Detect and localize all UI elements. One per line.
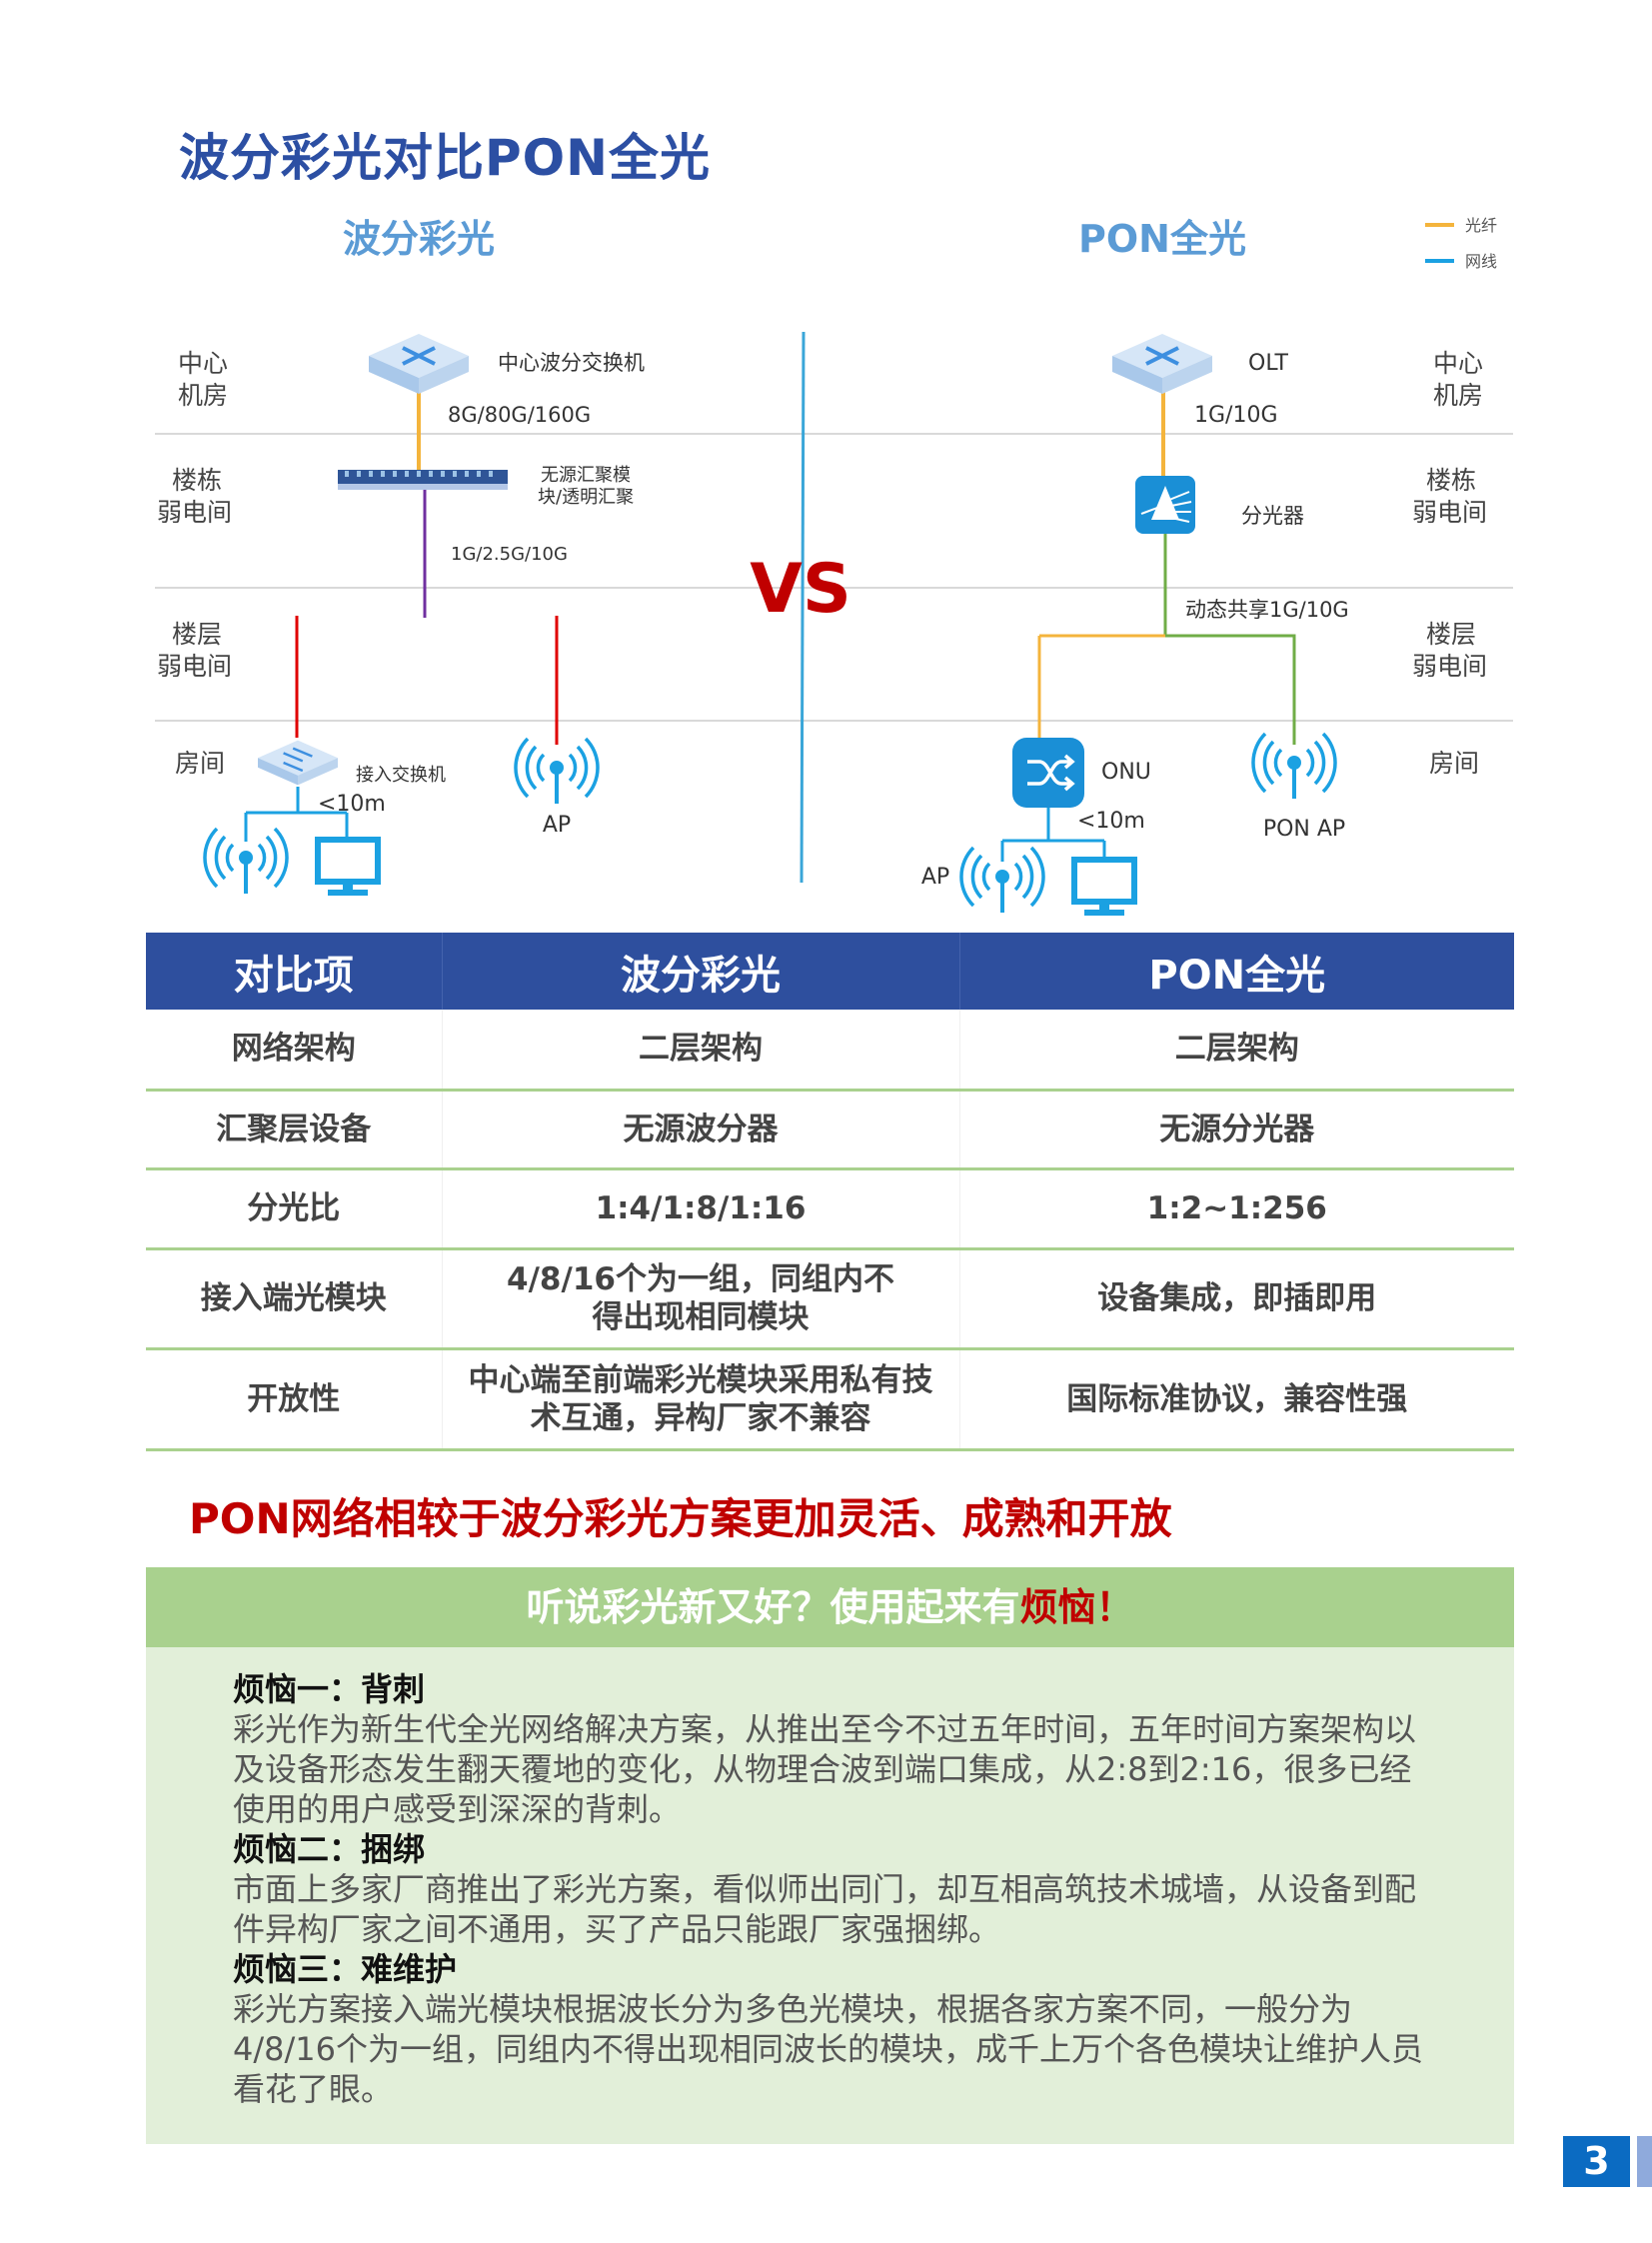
cell: 二层架构 xyxy=(442,1010,960,1092)
onu-icon xyxy=(1012,738,1084,808)
distance-label-right: <10m xyxy=(1077,809,1145,834)
shared-speed-label: 动态共享1G/10G xyxy=(1185,598,1349,622)
pon-ap-label: PON AP xyxy=(1263,817,1345,842)
cell: 分光比 xyxy=(146,1168,443,1250)
pain-heading-highlight: 烦恼！ xyxy=(1019,1585,1134,1629)
core-switch-label: 中心波分交换机 xyxy=(498,351,645,375)
core-speed-label: 8G/80G/160G xyxy=(448,403,591,427)
pon-link xyxy=(1165,634,1296,745)
cell: 中心端至前端彩光模块采用私有技术互通，异构厂家不兼容 xyxy=(442,1348,960,1451)
monitor-icon xyxy=(1074,860,1134,916)
monitor-icon xyxy=(318,840,378,896)
page-number-strip xyxy=(1637,2136,1652,2187)
row-label-floor-right: 楼层 xyxy=(1426,620,1476,649)
pain-item-text: 彩光作为新生代全光网络解决方案，从推出至今不过五年时间，五年时间方案架构以及设备… xyxy=(233,1710,1417,1828)
row-label-center: 中心 xyxy=(178,349,228,378)
pain-item-text: 彩光方案接入端光模块根据波长分为多色光模块，根据各家方案不同，一般分为4/8/1… xyxy=(233,1990,1424,2108)
cell: 无源波分器 xyxy=(442,1090,960,1170)
passive-module-icon xyxy=(338,470,508,490)
pain-points-panel: 听说彩光新又好？使用起来有烦恼！ 烦恼一：背刺 彩光作为新生代全光网络解决方案，… xyxy=(146,1567,1514,2144)
left-diagram-title: 波分彩光 xyxy=(343,217,495,261)
olt-speed-label: 1G/10G xyxy=(1194,403,1278,428)
access-switch-icon xyxy=(258,740,338,786)
row-label-center-right: 中心 xyxy=(1433,349,1483,378)
row-label-center-2: 机房 xyxy=(178,381,228,410)
legend-cable-label: 网线 xyxy=(1465,252,1497,271)
core-switch-icon xyxy=(367,332,471,396)
legend-fiber-label: 光纤 xyxy=(1465,216,1497,235)
row-label-floor-2: 弱电间 xyxy=(157,652,232,681)
olt-icon xyxy=(1110,332,1214,396)
olt-label: OLT xyxy=(1248,351,1289,376)
ap-label-right: AP xyxy=(921,865,949,890)
cell: 4/8/16个为一组，同组内不得出现相同模块 xyxy=(442,1248,960,1350)
row-label-floor-right-2: 弱电间 xyxy=(1412,652,1487,681)
comparison-table: 对比项 波分彩光 PON全光 网络架构 二层架构 二层架构 汇聚层设备 无源波分… xyxy=(146,933,1514,1451)
row-label-building-right-2: 弱电间 xyxy=(1412,498,1487,527)
network-comparison-diagram: 波分彩光 PON全光 光纤 网线 VS 中心 机房 楼栋 弱电间 楼层 弱电间 … xyxy=(155,216,1513,920)
access-switch-label: 接入交换机 xyxy=(356,765,446,786)
cell: 无源分光器 xyxy=(959,1090,1514,1170)
header-wdm: 波分彩光 xyxy=(442,933,960,1010)
cell: 国际标准协议，兼容性强 xyxy=(959,1348,1514,1451)
row-label-room-right: 房间 xyxy=(1429,749,1479,778)
page-title: 波分彩光对比PON全光 xyxy=(179,129,711,187)
vs-label: VS xyxy=(750,550,851,629)
ap-label: AP xyxy=(543,813,571,838)
row-label-center-right-2: 机房 xyxy=(1433,381,1483,410)
onu-label: ONU xyxy=(1101,760,1151,785)
pain-item-title: 烦恼一：背刺 xyxy=(233,1670,426,1708)
network-cable xyxy=(1000,808,1106,862)
network-cable xyxy=(244,787,349,842)
conclusion-text: PON网络相较于波分彩光方案更加灵活、成熟和开放 xyxy=(189,1494,1172,1543)
row-label-building-right: 楼栋 xyxy=(1426,466,1476,495)
table-row: 网络架构 二层架构 二层架构 xyxy=(146,1010,1514,1092)
pain-item-title: 烦恼二：捆绑 xyxy=(233,1830,426,1868)
cell: 接入端光模块 xyxy=(146,1248,443,1350)
fiber-link xyxy=(1037,634,1165,738)
table-row: 汇聚层设备 无源波分器 无源分光器 xyxy=(146,1090,1514,1170)
table-row: 分光比 1:4/1:8/1:16 1:2~1:256 xyxy=(146,1168,1514,1250)
header-pon: PON全光 xyxy=(959,933,1514,1010)
table-row: 开放性 中心端至前端彩光模块采用私有技术互通，异构厂家不兼容 国际标准协议，兼容… xyxy=(146,1348,1514,1451)
cell: 二层架构 xyxy=(959,1010,1514,1092)
splitter-label: 分光器 xyxy=(1241,504,1304,528)
cell: 设备集成，即插即用 xyxy=(959,1248,1514,1350)
cell: 开放性 xyxy=(146,1348,443,1451)
page-number: 3 xyxy=(1563,2136,1630,2187)
pain-item-title: 烦恼三：难维护 xyxy=(233,1950,458,1988)
cell: 网络架构 xyxy=(146,1010,443,1092)
pain-heading-text: 听说彩光新又好？使用起来有 xyxy=(526,1585,1020,1629)
row-label-room: 房间 xyxy=(175,749,225,778)
table-row: 接入端光模块 4/8/16个为一组，同组内不得出现相同模块 设备集成，即插即用 xyxy=(146,1248,1514,1350)
right-diagram-title: PON全光 xyxy=(1078,217,1246,261)
cell: 1:4/1:8/1:16 xyxy=(442,1168,960,1250)
cell: 1:2~1:256 xyxy=(959,1168,1514,1250)
pain-points-heading: 听说彩光新又好？使用起来有烦恼！ xyxy=(146,1567,1514,1647)
module-label-2: 块/透明汇聚 xyxy=(538,487,634,508)
row-label-building-2: 弱电间 xyxy=(157,498,232,527)
header-item: 对比项 xyxy=(146,933,443,1010)
splitter-icon xyxy=(1135,476,1195,534)
table-header-row: 对比项 波分彩光 PON全光 xyxy=(146,933,1514,1010)
wifi-ap-icon xyxy=(513,737,601,806)
row-label-building: 楼栋 xyxy=(172,466,222,495)
row-label-floor: 楼层 xyxy=(172,620,222,649)
cell: 汇聚层设备 xyxy=(146,1090,443,1170)
module-speed-label: 1G/2.5G/10G xyxy=(451,544,568,565)
module-label: 无源汇聚模 xyxy=(541,465,631,486)
pain-item-text: 市面上多家厂商推出了彩光方案，看似师出同门，却互相高筑技术城墙，从设备到配件异构… xyxy=(233,1870,1417,1948)
center-divider xyxy=(800,331,806,884)
